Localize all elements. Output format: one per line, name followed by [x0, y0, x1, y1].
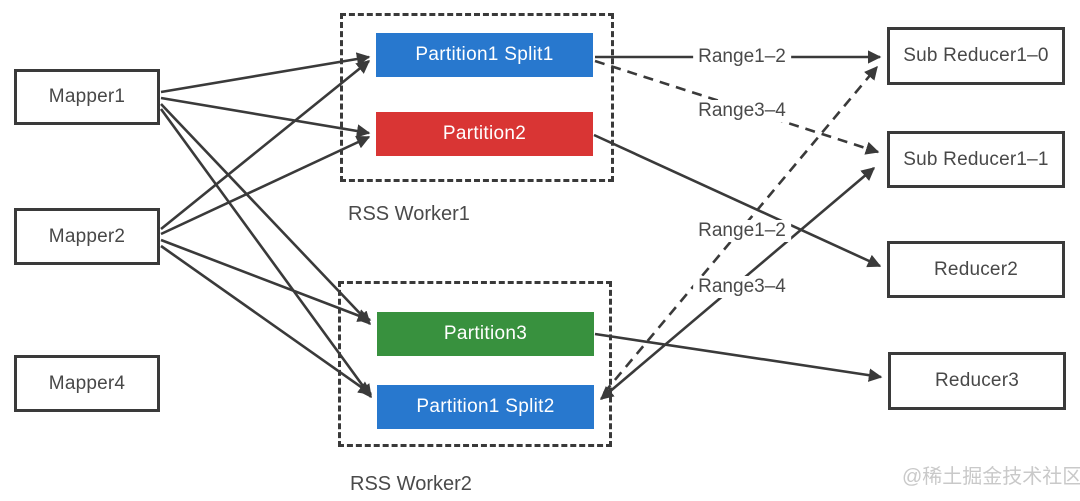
rss-worker1-container: Partition1 Split1 Partition2	[340, 13, 614, 182]
partition2-bar: Partition2	[376, 112, 593, 156]
reducer2-label: Reducer2	[934, 258, 1018, 280]
partition1-split2-bar: Partition1 Split2	[377, 385, 594, 429]
range-label-split1-subreducer10: Range1–2	[693, 46, 791, 68]
range-label-split1-subreducer11: Range3–4	[693, 100, 791, 122]
arrow-mapper1-partition2	[160, 96, 371, 138]
arrow-mapper2-split1	[160, 59, 371, 231]
arrow-partition3-reducer3	[594, 332, 883, 382]
sub-reducer1-0-box: Sub Reducer1–0	[887, 27, 1065, 85]
arrow-mapper2-partition2	[160, 135, 371, 236]
reducer3-box: Reducer3	[888, 352, 1066, 410]
range-label-split2-subreducer10: Range1–2	[693, 220, 791, 242]
rss-worker1-label: RSS Worker1	[348, 203, 470, 225]
rss-worker2-label: RSS Worker2	[350, 473, 472, 495]
partition3-bar: Partition3	[377, 312, 594, 356]
arrow-mapper1-split1	[160, 52, 371, 94]
partition1-split2-label: Partition1 Split2	[416, 396, 555, 417]
watermark-text: @稀土掘金技术社区	[902, 466, 1080, 488]
reducer2-box: Reducer2	[887, 241, 1065, 298]
rss-worker2-container: Partition3 Partition1 Split2	[338, 281, 612, 447]
partition1-split1-label: Partition1 Split1	[415, 44, 554, 65]
mapper4-label: Mapper4	[48, 372, 126, 394]
partition3-label: Partition3	[443, 323, 528, 344]
mapper1-label: Mapper1	[48, 86, 126, 107]
sub-reducer1-1-label: Sub Reducer1–1	[903, 148, 1049, 170]
partition2-label: Partition2	[442, 123, 527, 144]
partition1-split1-bar: Partition1 Split1	[376, 33, 593, 77]
mapper2-box: Mapper2	[14, 208, 160, 265]
sub-reducer1-0-label: Sub Reducer1–0	[903, 45, 1049, 66]
mapper2-label: Mapper2	[48, 225, 126, 247]
arrow-partition2-reducer2	[593, 133, 882, 268]
sub-reducer1-1-box: Sub Reducer1–1	[887, 131, 1065, 188]
reducer3-label: Reducer3	[935, 370, 1019, 391]
mapper1-box: Mapper1	[14, 69, 160, 125]
range-label-split2-subreducer11: Range3–4	[693, 276, 791, 298]
mapper4-box: Mapper4	[14, 355, 160, 412]
